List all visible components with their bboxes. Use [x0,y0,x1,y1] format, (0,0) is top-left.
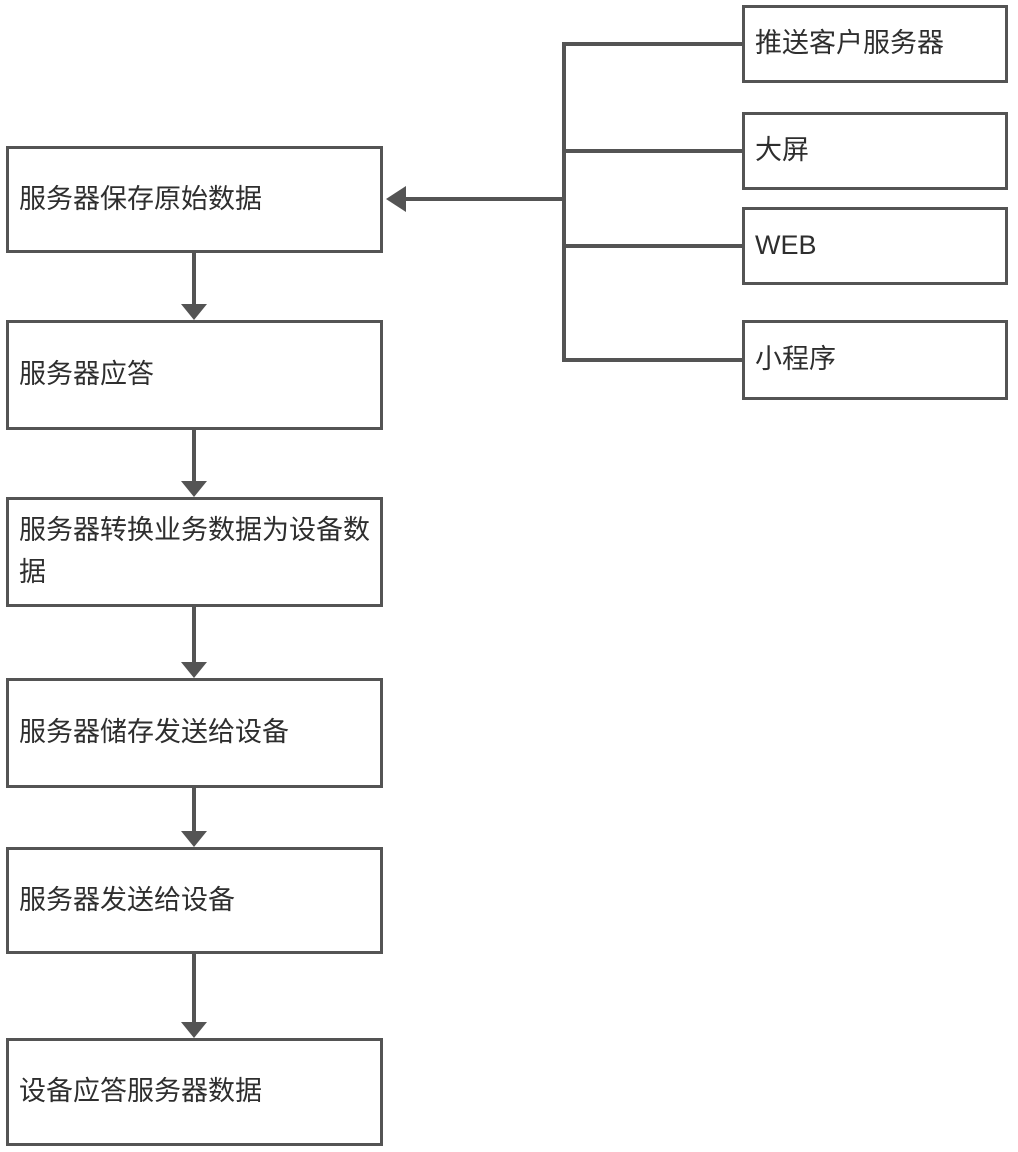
flow-step-server-send-to-device-label: 服务器发送给设备 [19,884,235,915]
down-arrowhead-icon [181,304,207,320]
down-arrowhead-icon [181,831,207,847]
connector-branch-big-screen [562,149,742,153]
connector-branch-web [562,244,742,248]
source-node-web-label: WEB [755,230,817,261]
source-node-mini-program: 小程序 [742,320,1008,400]
connector-line-step3-step4 [192,607,196,662]
flow-step-server-store-send-device-label: 服务器储存发送给设备 [19,717,289,748]
connector-line-step2-step3 [192,430,196,481]
connector-line-step1-step2 [192,253,196,304]
source-node-mini-program-label: 小程序 [755,344,836,375]
flow-step-server-send-to-device: 服务器发送给设备 [6,847,383,954]
connector-line-sources-to-step1 [404,197,566,201]
connector-trunk-line [562,42,566,362]
source-node-big-screen: 大屏 [742,112,1008,190]
flow-step-device-ack-server-data-label: 设备应答服务器数据 [19,1076,262,1107]
flow-step-server-convert-business-data-label: 服务器转换业务数据为设备数据 [19,515,370,587]
flow-step-server-save-original-data: 服务器保存原始数据 [6,146,383,253]
connector-branch-push-client-server [562,42,742,46]
connector-line-step5-step6 [192,954,196,1022]
connector-branch-mini-program [562,358,742,362]
flow-step-server-save-original-data-label: 服务器保存原始数据 [19,183,262,214]
flow-step-server-ack: 服务器应答 [6,320,383,430]
down-arrowhead-icon [181,662,207,678]
source-node-big-screen-label: 大屏 [755,135,809,166]
source-node-web: WEB [742,207,1008,285]
down-arrowhead-icon [181,1022,207,1038]
source-node-push-client-server-label: 推送客户服务器 [755,28,944,59]
source-node-push-client-server: 推送客户服务器 [742,5,1008,83]
flow-step-server-ack-label: 服务器应答 [19,359,154,390]
left-arrowhead-icon [386,186,406,212]
flow-step-server-convert-business-data: 服务器转换业务数据为设备数据 [6,497,383,607]
flow-step-server-store-send-device: 服务器储存发送给设备 [6,678,383,788]
flow-step-device-ack-server-data: 设备应答服务器数据 [6,1038,383,1146]
down-arrowhead-icon [181,481,207,497]
connector-line-step4-step5 [192,788,196,831]
